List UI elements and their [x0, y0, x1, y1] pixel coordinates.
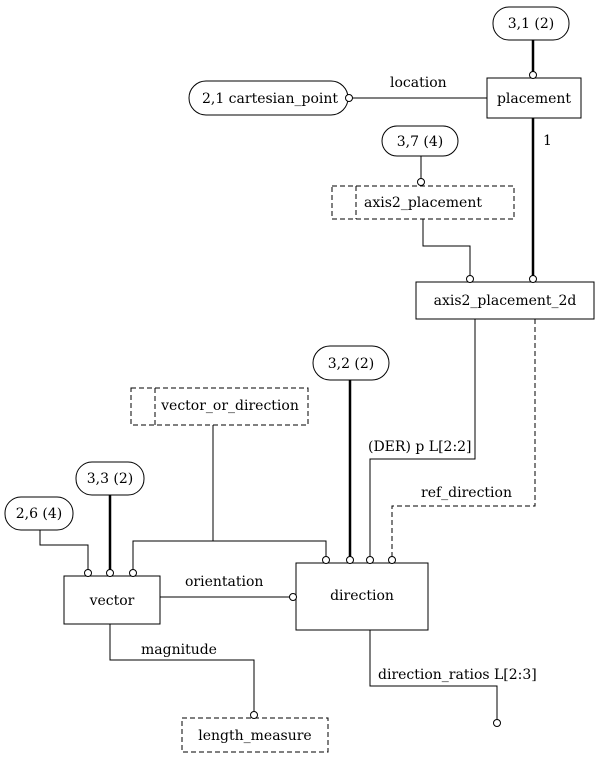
entity-placement-label: placement	[497, 91, 571, 107]
line-26-to-vector	[39, 530, 89, 570]
line-vod-to-direction	[213, 540, 327, 557]
label-ref-direction: ref_direction	[421, 485, 512, 501]
entity-placement[interactable]: placement	[486, 77, 582, 119]
end-circle-length-measure	[250, 711, 258, 719]
type-axis2-placement[interactable]: axis2_placement	[331, 185, 515, 220]
end-circle-direction-ratios	[493, 719, 501, 727]
type-length-measure-label: length_measure	[198, 728, 311, 744]
end-circle-direction-3	[366, 556, 374, 564]
line-der-p	[369, 319, 476, 557]
entity-axis2-placement-2d[interactable]: axis2_placement_2d	[415, 281, 595, 320]
end-circle-orientation	[289, 593, 297, 601]
line-axis2-to-axis2d	[422, 219, 471, 276]
label-der: (DER) p L[2:2]	[368, 439, 472, 455]
line-vod-branch	[132, 425, 214, 570]
line-direction-ratios	[369, 630, 498, 720]
pageref-37[interactable]: 3,7 (4)	[381, 125, 459, 157]
end-circle-37	[417, 178, 425, 186]
label-one: 1	[543, 133, 552, 149]
end-circle-vector-3	[129, 569, 137, 577]
line-magnitude	[109, 624, 255, 712]
pageref-33-label: 3,3 (2)	[87, 471, 134, 487]
end-circle-vector-1	[84, 569, 92, 577]
pageref-32[interactable]: 3,2 (2)	[312, 345, 390, 381]
label-magnitude: magnitude	[141, 642, 217, 658]
label-direction-ratios: direction_ratios L[2:3]	[378, 667, 537, 683]
end-circle-direction-2	[346, 556, 354, 564]
line-ref-direction	[391, 319, 536, 557]
label-orientation: orientation	[185, 574, 263, 590]
end-circle-axis2d-right	[529, 275, 537, 283]
pageref-33[interactable]: 3,3 (2)	[75, 461, 145, 496]
pageref-26[interactable]: 2,6 (4)	[4, 496, 74, 531]
end-circle-axis2d-left	[466, 275, 474, 283]
pageref-31[interactable]: 3,1 (2)	[492, 6, 570, 41]
pageref-31-label: 3,1 (2)	[508, 16, 555, 32]
entity-vector[interactable]: vector	[63, 575, 161, 625]
label-location: location	[390, 75, 447, 91]
type-axis2-placement-label: axis2_placement	[364, 195, 482, 211]
pageref-37-label: 3,7 (4)	[397, 134, 444, 150]
end-circle-direction-4	[388, 556, 396, 564]
entity-axis2-placement-2d-label: axis2_placement_2d	[434, 293, 577, 309]
type-vector-or-direction[interactable]: vector_or_direction	[130, 387, 309, 426]
entity-vector-label: vector	[89, 593, 135, 609]
end-circle-vector-2	[106, 569, 114, 577]
pageref-cartesian-point-label: 2,1 cartesian_point	[202, 91, 338, 107]
end-circle-location	[345, 94, 353, 102]
entity-direction[interactable]: direction	[295, 562, 429, 631]
type-length-measure[interactable]: length_measure	[181, 717, 329, 753]
entity-direction-label: direction	[330, 588, 394, 604]
end-circle-placement-top	[529, 71, 537, 79]
pageref-cartesian-point[interactable]: 2,1 cartesian_point	[188, 80, 349, 116]
pageref-32-label: 3,2 (2)	[328, 356, 375, 372]
pageref-26-label: 2,6 (4)	[16, 506, 63, 522]
end-circle-direction-1	[322, 556, 330, 564]
type-vector-or-direction-label: vector_or_direction	[160, 398, 299, 414]
